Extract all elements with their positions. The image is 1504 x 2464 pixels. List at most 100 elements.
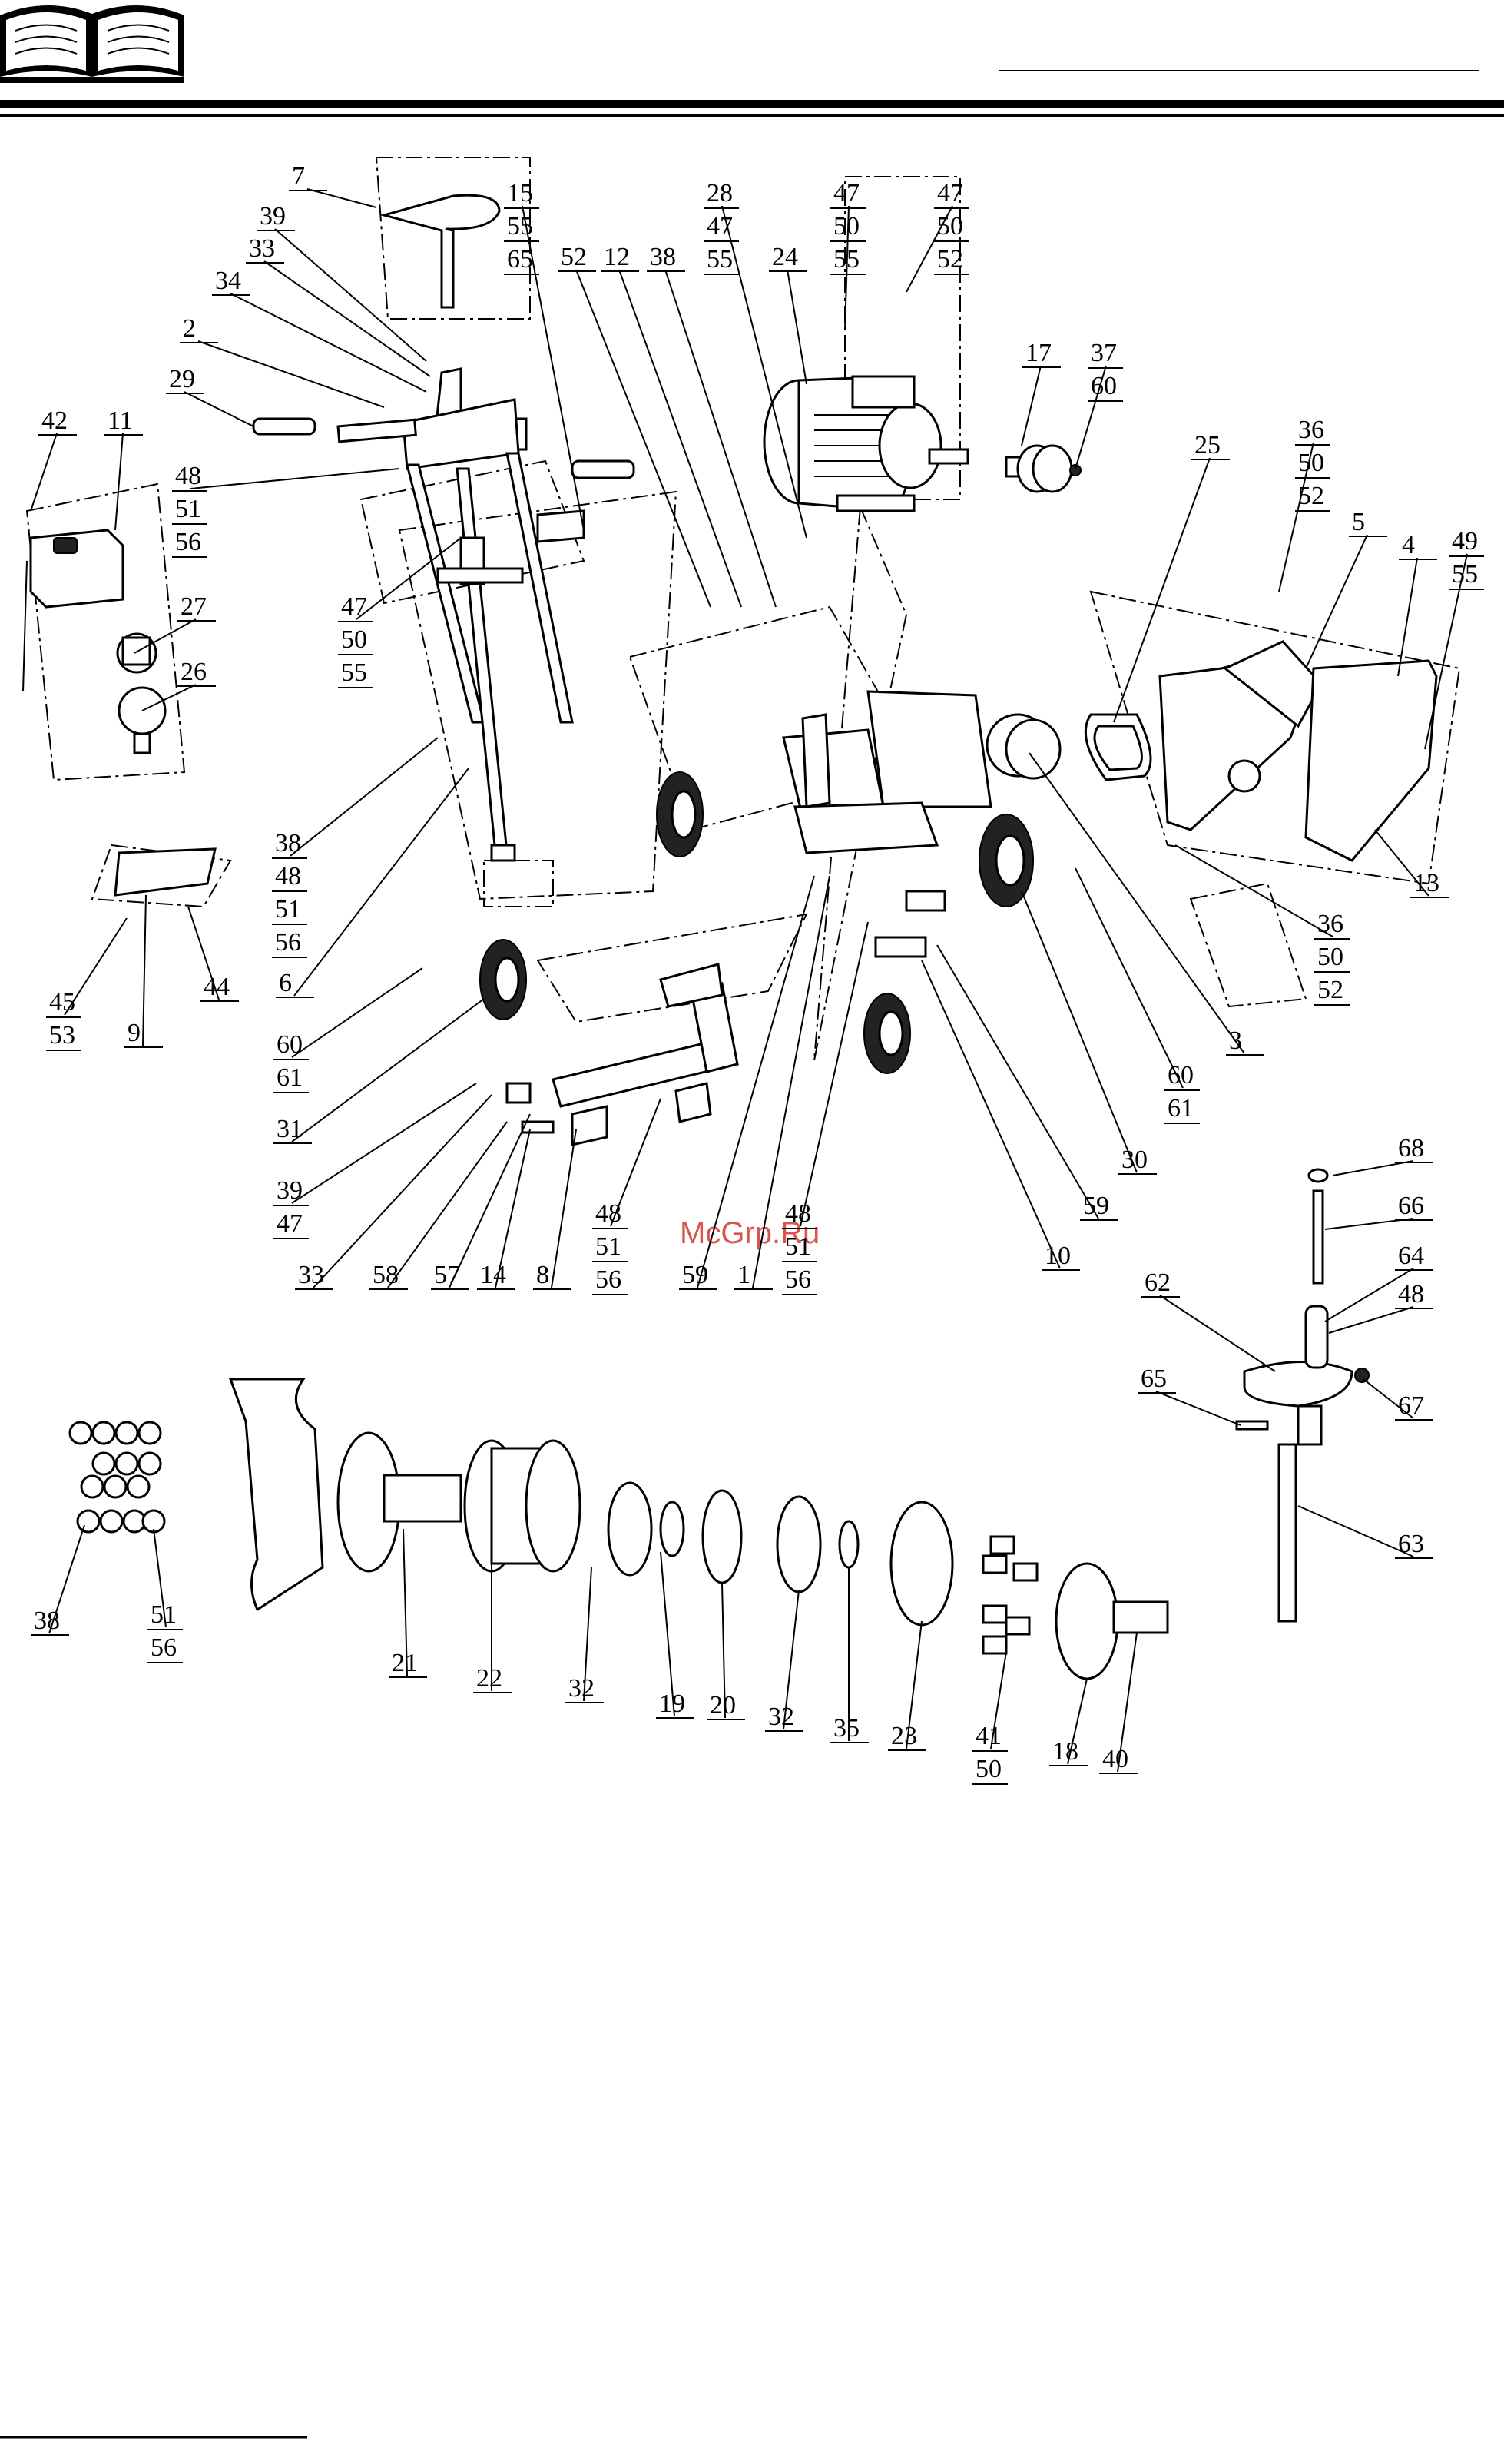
part-number: 41 xyxy=(976,1722,1002,1750)
part-number: 24 xyxy=(772,243,798,271)
part-callout-l7: 7 xyxy=(289,162,377,208)
part-callout-l65: 65 xyxy=(1138,1365,1241,1426)
leader-line xyxy=(1332,1160,1414,1176)
part-number: 38 xyxy=(275,829,301,857)
part-number-box xyxy=(972,1783,1008,1785)
part-number: 13 xyxy=(1413,869,1439,897)
leader-line xyxy=(800,921,869,1227)
part-number: 52 xyxy=(561,243,587,271)
part-number: 39 xyxy=(260,202,286,230)
part-callout-l66: 66 xyxy=(1324,1192,1433,1230)
part-number: 50 xyxy=(833,212,860,240)
part-number: 44 xyxy=(204,973,230,1001)
leader-line xyxy=(263,260,431,377)
leader-line xyxy=(356,537,462,620)
part-number: 38 xyxy=(650,243,676,271)
leader-line xyxy=(618,269,742,608)
part-callout-l23: 23 xyxy=(888,1620,926,1751)
part-number: 42 xyxy=(41,406,68,435)
part-callout-l6: 6 xyxy=(276,768,469,998)
part-number: 52 xyxy=(937,245,963,274)
part-number-box xyxy=(1088,400,1123,402)
part-callout-l39: 39 xyxy=(257,202,427,362)
leader-line xyxy=(844,205,850,331)
part-callout-l9: 9 xyxy=(124,894,163,1048)
belt-guard xyxy=(1158,640,1438,862)
part-number-box xyxy=(782,1228,817,1229)
part-number: 50 xyxy=(937,212,963,240)
part-number-box xyxy=(272,890,307,892)
part-number: 55 xyxy=(833,245,860,274)
part-callout-l35: 35 xyxy=(830,1567,869,1743)
part-number-box xyxy=(1295,477,1330,479)
leader-line xyxy=(721,1582,726,1719)
part-number-box xyxy=(272,924,307,925)
part-number-box xyxy=(592,1294,628,1295)
leader-line xyxy=(575,269,711,608)
part-number: 21 xyxy=(392,1649,418,1677)
part-callout-l33a: 33 xyxy=(246,234,431,377)
part-number-box xyxy=(172,490,207,492)
electric-motor xyxy=(763,375,969,512)
leader-line xyxy=(660,1551,675,1717)
part-callout-l67: 67 xyxy=(1363,1378,1433,1421)
part-number: 47 xyxy=(277,1209,303,1238)
leader-line xyxy=(313,1094,492,1288)
leader-line xyxy=(387,1121,508,1288)
part-number: 68 xyxy=(1398,1134,1424,1162)
part-number-box xyxy=(1314,971,1350,973)
leader-line xyxy=(1424,553,1468,750)
part-callout-l57: 57 xyxy=(431,1113,531,1290)
part-number-box xyxy=(46,1050,81,1051)
part-callout-l44: 44 xyxy=(187,906,239,1002)
part-number-box xyxy=(592,1261,628,1262)
part-number: 51 xyxy=(151,1600,177,1629)
leader-line xyxy=(551,1129,577,1288)
part-callout-l63: 63 xyxy=(1297,1505,1433,1559)
leader-line xyxy=(787,269,807,385)
part-number: 52 xyxy=(1298,482,1324,510)
part-number: 6 xyxy=(279,969,292,997)
part-number: 55 xyxy=(707,245,733,274)
leader-line xyxy=(1297,1505,1414,1557)
part-callout-l21: 21 xyxy=(389,1528,427,1678)
part-number: 56 xyxy=(175,528,201,556)
part-number: 61 xyxy=(1168,1094,1194,1123)
part-number-box xyxy=(172,523,207,525)
part-number: 50 xyxy=(976,1755,1002,1783)
leader-line xyxy=(1021,365,1042,446)
part-callout-l52a: 52 xyxy=(558,243,711,608)
part-number: 47 xyxy=(341,592,367,621)
adjustment-handle xyxy=(1235,1168,1370,1623)
part-number: 51 xyxy=(595,1232,621,1261)
part-number: 27 xyxy=(181,592,207,621)
part-number: 50 xyxy=(1298,449,1324,477)
part-callout-l10: 10 xyxy=(921,960,1080,1271)
part-callout-l38c: 38 xyxy=(31,1524,85,1636)
leader-line xyxy=(134,618,197,654)
leader-line xyxy=(752,875,830,1288)
leader-line xyxy=(1324,1268,1414,1322)
part-number: 12 xyxy=(604,243,630,271)
part-number: 56 xyxy=(785,1265,811,1294)
part-number-box xyxy=(830,240,866,242)
part-callout-l38a: 38 xyxy=(647,243,777,608)
leader-line xyxy=(906,1620,923,1749)
part-callout-l17: 17 xyxy=(1021,339,1061,446)
part-number: 8 xyxy=(536,1261,549,1289)
leader-line xyxy=(495,1129,531,1288)
part-number: 34 xyxy=(215,267,241,295)
part-number-box xyxy=(830,274,866,275)
part-number: 50 xyxy=(1317,943,1343,971)
part-number-box xyxy=(1449,555,1484,557)
part-number-box xyxy=(1314,1004,1350,1006)
part-number-box xyxy=(338,621,373,622)
leader-line xyxy=(1278,442,1314,592)
